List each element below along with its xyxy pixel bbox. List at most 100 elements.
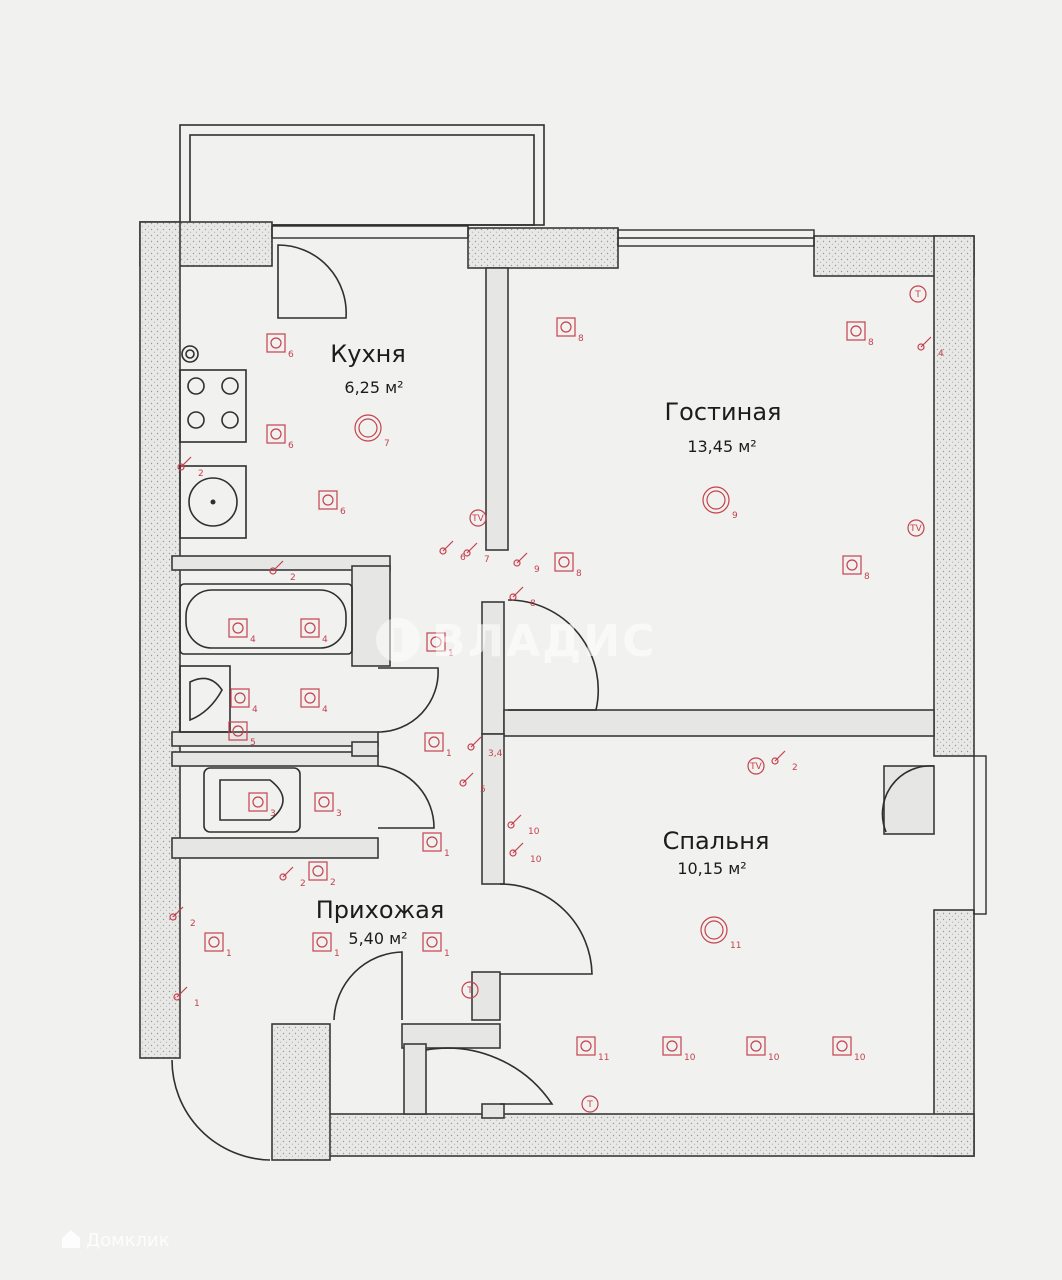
socket-icon: 1 — [424, 732, 452, 759]
socket-icon: 8 — [846, 321, 874, 348]
socket-icon: 1 — [422, 832, 450, 859]
socket-icon: 1 — [422, 932, 450, 959]
marker-label: 3 — [270, 809, 276, 819]
socket-icon: 10 — [662, 1036, 696, 1063]
marker-label: 2 — [190, 919, 196, 929]
washbasin — [179, 665, 231, 733]
marker-label: 2 — [330, 878, 336, 888]
marker-label: 5 — [250, 738, 256, 748]
socket-icon: 1 — [204, 932, 232, 959]
switch-icon: 2 — [269, 560, 296, 583]
socket-icon: 4 — [300, 618, 328, 645]
tv-outlet-icon: T — [581, 1095, 599, 1113]
marker-label: 3 — [336, 809, 342, 819]
marker-label: 1 — [444, 849, 450, 859]
marker-label: 10 — [684, 1053, 696, 1063]
room-area: 13,45 м² — [687, 437, 756, 456]
marker-label: 4 — [250, 635, 256, 645]
marker-label: 11 — [730, 941, 741, 951]
marker-label: 10 — [768, 1053, 780, 1063]
room-name: Кухня — [330, 340, 406, 368]
source-badge-text: Домклик — [86, 1230, 170, 1251]
socket-icon: 6 — [266, 333, 294, 360]
switch-icon: 2 — [169, 906, 196, 929]
room-label-bedroom: Спальня 10,15 м² — [663, 827, 770, 878]
outer-walls — [139, 221, 975, 1161]
socket-icon: 2 — [308, 861, 336, 888]
room-name: Гостиная — [665, 398, 782, 426]
doors — [171, 244, 935, 1161]
socket-icon: 8 — [842, 555, 870, 582]
switch-icon: 9 — [513, 552, 540, 575]
marker-label: 4 — [322, 705, 328, 715]
marker-label: 2 — [300, 879, 306, 889]
marker-label: 2 — [792, 763, 798, 773]
room-label-kitchen: Кухня 6,25 м² — [330, 340, 406, 397]
watermark-text: ВЛАДИС — [432, 616, 656, 667]
marker-label: TV — [749, 762, 762, 772]
kitchen-sink — [179, 465, 247, 539]
ceiling-light-icon: 7 — [354, 414, 390, 449]
socket-icon: 1 — [312, 932, 340, 959]
socket-icon: 3 — [314, 792, 342, 819]
switch-icon: 10 — [507, 814, 540, 837]
switch-icon: 8 — [509, 586, 536, 609]
marker-label: T — [466, 986, 473, 996]
switch-icon: 5 — [459, 772, 486, 795]
switch-icon: 4 — [917, 336, 944, 359]
marker-label: T — [586, 1100, 593, 1110]
marker-label: 6 — [288, 350, 294, 360]
socket-icon: 1 — [426, 632, 454, 659]
marker-label: 2 — [198, 469, 204, 479]
marker-label: 8 — [578, 334, 584, 344]
vladis-logo-icon — [376, 618, 420, 662]
switch-icon: 6 — [439, 540, 466, 563]
room-area: 10,15 м² — [677, 859, 746, 878]
room-name: Спальня — [663, 827, 770, 855]
socket-icon: 5 — [228, 721, 256, 748]
marker-label: 3,4 — [488, 749, 503, 759]
room-area: 5,40 м² — [348, 929, 407, 948]
ceiling-light-icon: 11 — [700, 916, 741, 951]
marker-label: 10 — [854, 1053, 866, 1063]
marker-label: 6 — [340, 507, 346, 517]
marker-label: TV — [909, 524, 922, 534]
marker-label: 1 — [446, 749, 452, 759]
windows — [271, 225, 987, 915]
marker-label: 9 — [534, 565, 540, 575]
marker-label: 7 — [384, 439, 390, 449]
source-badge: Домклик — [62, 1230, 170, 1251]
tv-outlet-icon: TV — [469, 509, 487, 527]
marker-label: 8 — [576, 569, 582, 579]
watermark: ВЛАДИС — [376, 616, 656, 667]
switch-icon: 3,4 — [467, 736, 503, 759]
marker-label: 7 — [484, 555, 490, 565]
switch-icon: 1 — [173, 986, 200, 1009]
socket-icon: 4 — [228, 618, 256, 645]
marker-label: 11 — [598, 1053, 609, 1063]
room-name: Прихожая — [316, 896, 445, 924]
switch-icon: 2 — [279, 866, 306, 889]
marker-label: TV — [471, 514, 484, 524]
marker-label: 8 — [864, 572, 870, 582]
marker-label: T — [914, 290, 921, 300]
socket-icon: 10 — [746, 1036, 780, 1063]
room-label-living: Гостиная 13,45 м² — [665, 398, 782, 456]
socket-icon: 6 — [318, 490, 346, 517]
marker-label: 10 — [530, 855, 542, 865]
switch-icon: 2 — [771, 750, 798, 773]
room-area: 6,25 м² — [344, 378, 403, 397]
tv-outlet-icon: TV — [907, 519, 925, 537]
marker-label: 10 — [528, 827, 540, 837]
radiator-kitchen — [181, 345, 199, 363]
toilet — [203, 767, 301, 833]
socket-icon: 8 — [556, 317, 584, 344]
socket-icon: 10 — [832, 1036, 866, 1063]
socket-icon: 11 — [576, 1036, 609, 1063]
socket-icon: 4 — [300, 688, 328, 715]
tv-outlet-icon: TV — [747, 757, 765, 775]
marker-label: 8 — [530, 599, 536, 609]
tv-outlet-icon: T — [461, 981, 479, 999]
